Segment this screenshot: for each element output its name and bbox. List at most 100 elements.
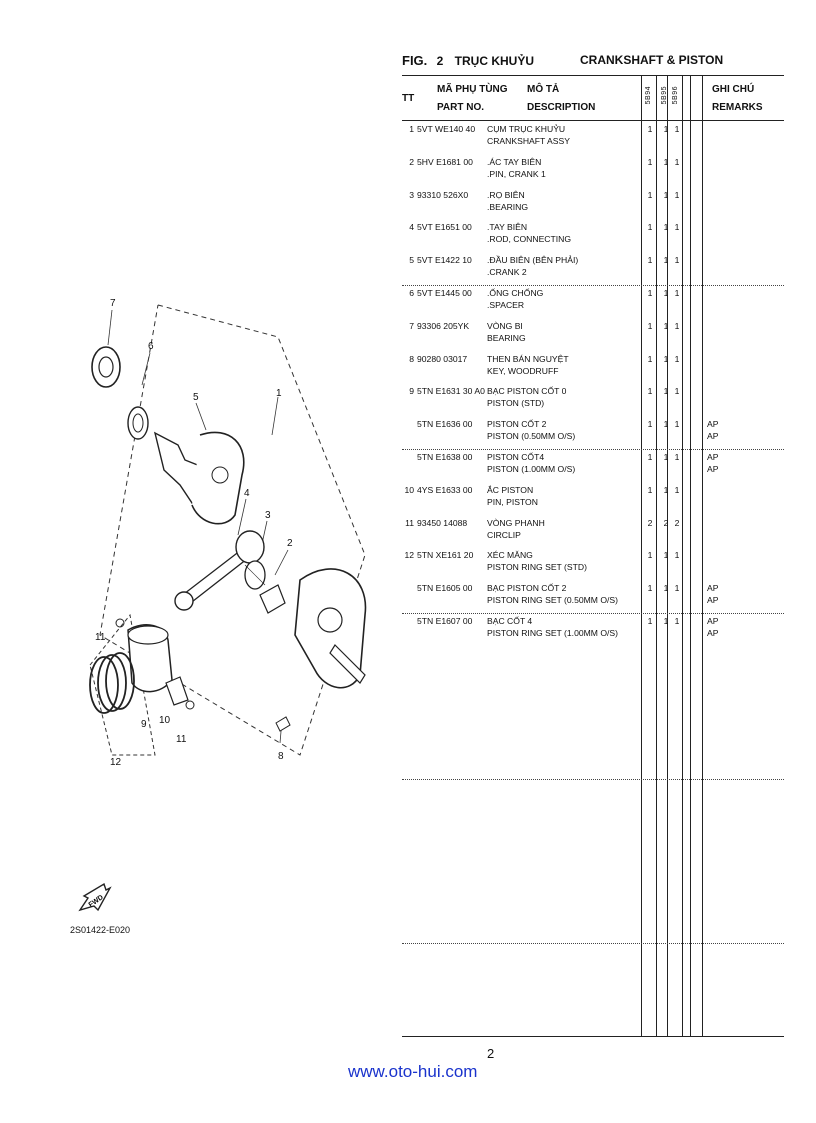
description-en: .SPACER [487,300,525,310]
group-separator [402,943,784,944]
callout-1: 1 [276,388,282,399]
qty-model-3: 1 [674,484,680,495]
group-separator [402,449,784,450]
callout-11-b: 11 [176,734,187,745]
description-en: .PIN, CRANK 1 [487,168,546,179]
part-number: 5VT E1445 00 [417,288,472,298]
description-vi: PISTON CỐT4 [487,452,545,462]
col-divider [702,76,703,1036]
table-top-rule [402,75,784,76]
item-number: 8 [409,353,414,364]
qty-model-2: 1 [663,189,669,200]
description-en: KEY, WOODRUFF [487,365,559,376]
description-vi: VÒNG PHANH [487,517,545,528]
part-number: 5TN E1638 00 [417,452,473,462]
description-en: .ROD, CONNECTING [487,234,572,245]
callout-7: 7 [110,298,116,309]
figure-title: FIG. 2 TRỤC KHUỶU CRANKSHAFT & PISTON [402,53,723,68]
qty-model-2: 1 [663,386,669,397]
qty-model-1: 1 [647,353,653,364]
callout-5: 5 [193,392,199,403]
part-number: 4YS E1633 00 [417,484,473,495]
description-en: PISTON RING SET (0.50MM O/S) [487,595,618,606]
item-number: 4 [409,222,414,233]
part-number: 5TN XE161 20 [417,550,474,561]
description-en: CIRCLIP [487,529,521,540]
description-vi: BẠC CỐT 4 [487,616,533,626]
qty-model-1: 1 [647,156,653,167]
callout-11: 11 [95,632,106,643]
qty-model-2: 1 [663,320,669,331]
qty-model-1: 1 [647,189,653,200]
qty-model-2: 1 [663,484,669,495]
callout-3: 3 [265,510,271,521]
qty-model-3: 1 [674,255,680,266]
qty-model-3: 1 [674,452,680,462]
header-remarks-vi: GHI CHÚ [712,84,755,95]
remark-2: AP [707,628,719,638]
part-number: 93450 14088 [417,517,468,528]
fig-label: FIG. [402,53,428,68]
qty-model-1: 1 [647,222,653,233]
header-remarks-en: REMARKS [712,102,763,113]
description-vi: ẮC PISTON [487,484,534,495]
qty-model-1: 1 [647,484,653,495]
model-header-1: 5B94 [645,86,652,105]
qty-model-1: 1 [647,616,653,626]
qty-model-1: 2 [647,517,653,528]
title-vi: TRỤC KHUỶU [454,54,534,68]
qty-model-1: 1 [647,452,653,462]
item-number: 5 [409,255,414,266]
qty-model-3: 1 [674,222,680,233]
qty-model-2: 1 [663,288,669,298]
description-vi: .ỐNG CHỐNG [487,288,544,298]
item-number: 11 [405,517,414,528]
qty-model-3: 1 [674,550,680,561]
callout-6: 6 [148,341,154,352]
part-number: 5VT E1422 10 [417,255,472,266]
remark-1: AP [707,583,719,594]
qty-model-2: 1 [663,419,669,430]
description-vi: VÒNG BI [487,320,523,331]
group-separator [402,613,784,614]
item-number: 10 [404,484,414,495]
qty-model-2: 2 [663,517,669,528]
qty-model-2: 1 [663,583,669,594]
qty-model-1: 1 [647,583,653,594]
callout-10: 10 [159,715,171,726]
page-number: 2 [487,1046,495,1061]
item-number: 6 [409,288,414,298]
qty-model-1: 1 [647,386,653,397]
fig-number: 2 [436,54,444,68]
col-divider [656,76,657,1036]
remark-1: AP [707,452,719,462]
col-divider [682,76,683,1036]
model-header-3: 5B96 [672,86,679,105]
description-en: CRANKSHAFT ASSY [487,136,570,146]
remark-1: AP [707,419,719,430]
qty-model-2: 1 [663,255,669,266]
header-desc-en: DESCRIPTION [527,102,596,113]
website-link[interactable]: www.oto-hui.com [348,1062,478,1081]
callout-8: 8 [278,751,284,762]
qty-model-1: 1 [647,255,653,266]
description-en: PISTON (STD) [487,398,545,409]
qty-model-3: 1 [674,616,680,626]
title-en: CRANKSHAFT & PISTON [580,53,724,67]
description-vi: BẠC PISTON CỐT 0 [487,386,567,397]
qty-model-2: 1 [663,124,669,134]
item-number: 7 [409,320,414,331]
description-vi: .ĐẦU BIÊN (BÊN PHẢI) [487,255,579,266]
description-vi: .RỌ BIÊN [487,189,525,200]
item-number: 9 [409,386,414,397]
qty-model-3: 1 [674,320,680,331]
qty-model-3: 1 [674,189,680,200]
